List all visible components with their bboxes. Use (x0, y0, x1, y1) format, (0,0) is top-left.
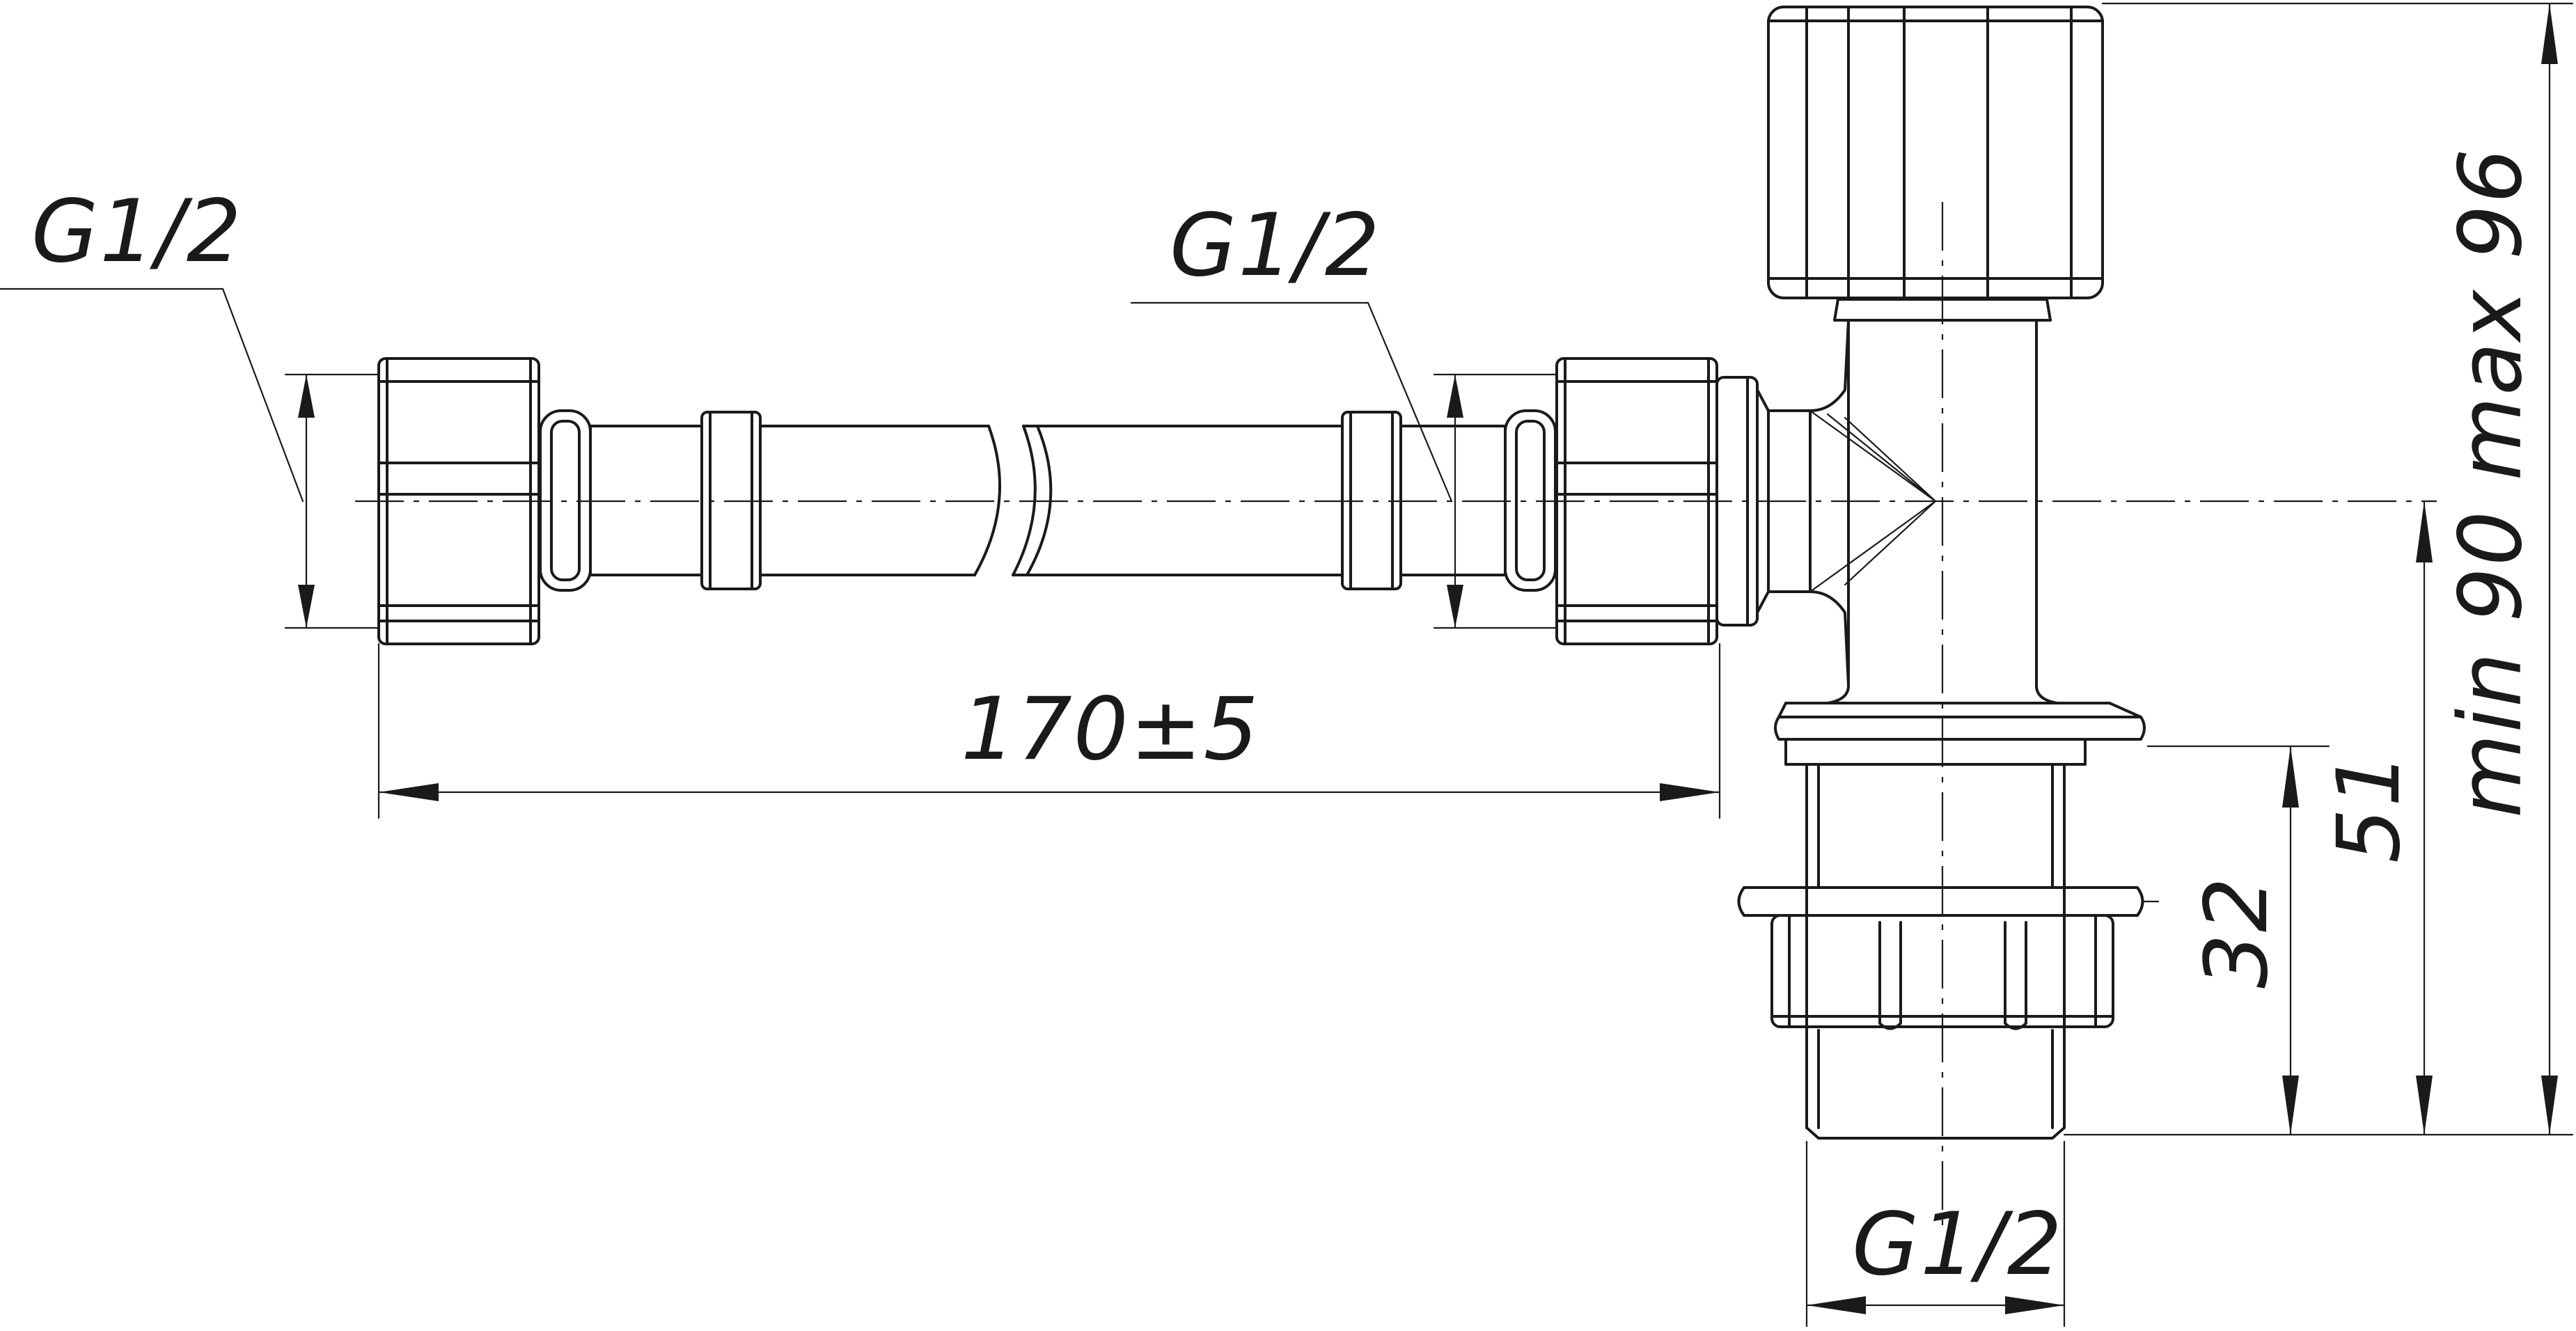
top-cap (1767, 6, 2104, 299)
flange (1774, 702, 2146, 766)
center-lines (355, 202, 2437, 1225)
label-thread-bottom: G1/2 (1852, 1195, 2064, 1295)
label-height-51: 51 (2319, 750, 2419, 863)
hose-left-segment (759, 425, 1001, 576)
left-nut (377, 357, 540, 645)
label-thread-middle: G1/2 (1170, 196, 1381, 296)
dim-middle-thread (1130, 301, 1558, 629)
dim-hose-length (377, 643, 1721, 819)
dim-left-thread (0, 288, 380, 629)
threaded-stem (1805, 763, 2066, 1140)
dim-min-max (2541, 2, 2558, 1136)
label-height-total: min 90 max 96 (2441, 147, 2541, 818)
label-height-32: 32 (2187, 876, 2287, 989)
dim-vertical-extension-lines (2063, 2, 2574, 1136)
label-hose-length: 170±5 (961, 679, 1259, 780)
dim-51 (2416, 500, 2433, 1136)
lock-nut (1737, 886, 2144, 1030)
dim-bottom-thread (1805, 1140, 2066, 1328)
tee-body (1756, 298, 2059, 704)
label-thread-left: G1/2 (31, 182, 243, 282)
dim-32 (2282, 745, 2299, 1136)
